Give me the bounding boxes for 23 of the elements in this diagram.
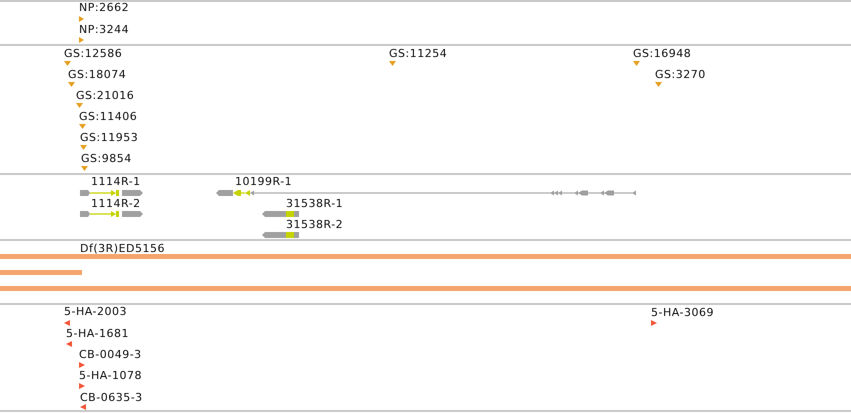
- feature-label: GS:18074: [68, 68, 126, 81]
- feature-label: 5-HA-3069: [651, 306, 714, 319]
- feature-label: 31538R-2: [286, 218, 344, 231]
- feature-label: GS:9854: [81, 152, 132, 165]
- feature-label: GS:12586: [64, 47, 122, 60]
- feature-label: 5-HA-2003: [64, 305, 127, 318]
- feature-label: GS:16948: [633, 47, 692, 60]
- feature-label: 1114R-2: [91, 197, 141, 210]
- feature-label: CB-0635-3: [80, 391, 143, 404]
- feature-label: 1114R-1: [91, 175, 141, 188]
- feature-label: 10199R-1: [235, 175, 292, 188]
- feature-label: 5-HA-1078: [79, 369, 142, 382]
- feature-label: GS:11406: [79, 110, 138, 123]
- feature-label: 31538R-1: [286, 197, 344, 210]
- feature-label: Df(3R)ED5156: [80, 242, 165, 255]
- feature-label: NP:2662: [79, 1, 130, 14]
- feature-label: CB-0049-3: [79, 348, 142, 361]
- feature-label: GS:11953: [80, 131, 138, 144]
- feature-label: NP:3244: [79, 23, 130, 36]
- feature-label: GS:11254: [389, 47, 448, 60]
- feature-label: GS:21016: [76, 89, 134, 102]
- feature-label: GS:3270: [655, 68, 706, 81]
- feature-label: 5-HA-1681: [66, 327, 129, 340]
